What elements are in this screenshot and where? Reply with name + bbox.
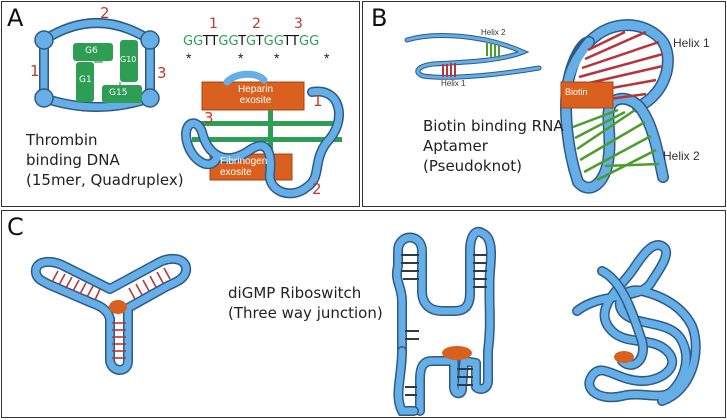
struct-number-3: 3 — [204, 109, 214, 127]
backbone-node — [140, 88, 160, 108]
seq-star: * — [274, 50, 280, 66]
heparin-exosite-region — [201, 81, 305, 111]
fibrinogen-exosite-label: Fibrinogen exosite — [220, 156, 268, 178]
biotin-label: Biotin — [565, 87, 588, 97]
sequence-letter: G — [246, 34, 256, 49]
seq-star: * — [238, 50, 244, 66]
small-helix1-pairs — [442, 63, 456, 77]
biotin-box — [560, 81, 614, 109]
sequence-letter: T — [283, 34, 292, 49]
g-label-g6: G6 — [85, 46, 98, 56]
small-helix2-label: Helix 2 — [481, 28, 506, 37]
g-block-g10 — [120, 40, 138, 82]
y-ligand — [109, 300, 127, 314]
g-strand — [192, 121, 342, 126]
sequence-letter: G — [273, 34, 284, 49]
seq-number-1: 1 — [209, 16, 218, 32]
helix2-label: Helix 2 — [663, 149, 700, 163]
helix1-label: Helix 1 — [673, 36, 710, 50]
sequence-letter: G — [228, 34, 239, 49]
fork-pairs — [401, 254, 487, 396]
panel-c-label: C — [7, 213, 24, 241]
sequence-letter: G — [263, 34, 274, 49]
panel-a: A 2 1 3 G6 G10 G1 G15 1 2 3 GGTTG — [1, 1, 360, 207]
backbone-node — [140, 30, 160, 50]
g-strand-vertical — [268, 110, 273, 158]
loop-number-1: 1 — [30, 62, 40, 80]
g-block-g15 — [102, 85, 142, 103]
y-right-arm-pairs — [128, 267, 171, 300]
g-label-g10: G10 — [120, 55, 137, 64]
panel-b: B Helix 2 Hel — [362, 1, 726, 207]
loop-number-3: 3 — [157, 64, 167, 82]
sequence-letter: G — [193, 34, 203, 49]
sequence-letter: T — [210, 34, 219, 49]
small-helix2-pairs — [486, 42, 500, 58]
g-block-g1 — [76, 62, 94, 102]
sequence-letter: G — [309, 34, 320, 49]
backbone-node — [34, 30, 54, 50]
pseudoknot-schematic — [404, 19, 674, 194]
panel-a-label: A — [7, 4, 24, 32]
helix2-pairs — [572, 108, 660, 182]
heparin-exosite-label: Heparin exosite — [238, 84, 274, 106]
small-helix1-label: Helix 1 — [441, 79, 466, 88]
struct-number-1: 1 — [313, 92, 323, 110]
riboswitch-diagrams — [30, 226, 701, 416]
fork-ligand — [442, 346, 472, 360]
y-left-arm-pairs — [51, 270, 101, 301]
seq-number-2: 2 — [252, 16, 261, 32]
backbone-node — [34, 88, 54, 108]
sequence: GGTTGGTGTGGTTGG — [183, 34, 319, 49]
panel-b-label: B — [371, 4, 388, 32]
seq-star: * — [324, 50, 330, 66]
panel-a-caption: Thrombin binding DNA (15mer, Quadruplex) — [26, 131, 184, 189]
sequence-letter: T — [202, 34, 211, 49]
g-strand — [192, 137, 342, 142]
sequence-letter: G — [298, 34, 310, 49]
sequence-letter: T — [238, 34, 247, 49]
sequence-letter: G — [183, 34, 194, 49]
panel-c-caption: diGMP Riboswitch (Three way junction) — [228, 284, 383, 322]
y-stem-pairs — [112, 322, 126, 359]
panel-c: C — [1, 210, 726, 418]
g-label-g1: G1 — [79, 75, 92, 85]
sequence-letter: G — [218, 34, 229, 49]
g-quadruplex-schematic — [34, 18, 344, 199]
loop-number-2: 2 — [100, 4, 110, 22]
seq-number-3: 3 — [294, 16, 303, 32]
g-block-g6 — [73, 43, 113, 61]
panel-b-caption: Biotin binding RNA Aptamer (Pseudoknot) — [423, 117, 564, 175]
sequence-letter: T — [255, 34, 264, 49]
tertiary-ligand — [614, 351, 634, 363]
seq-star: * — [186, 50, 192, 66]
sequence-letter: T — [291, 34, 299, 49]
struct-number-2: 2 — [312, 180, 322, 198]
g-label-g15: G15 — [109, 88, 128, 98]
